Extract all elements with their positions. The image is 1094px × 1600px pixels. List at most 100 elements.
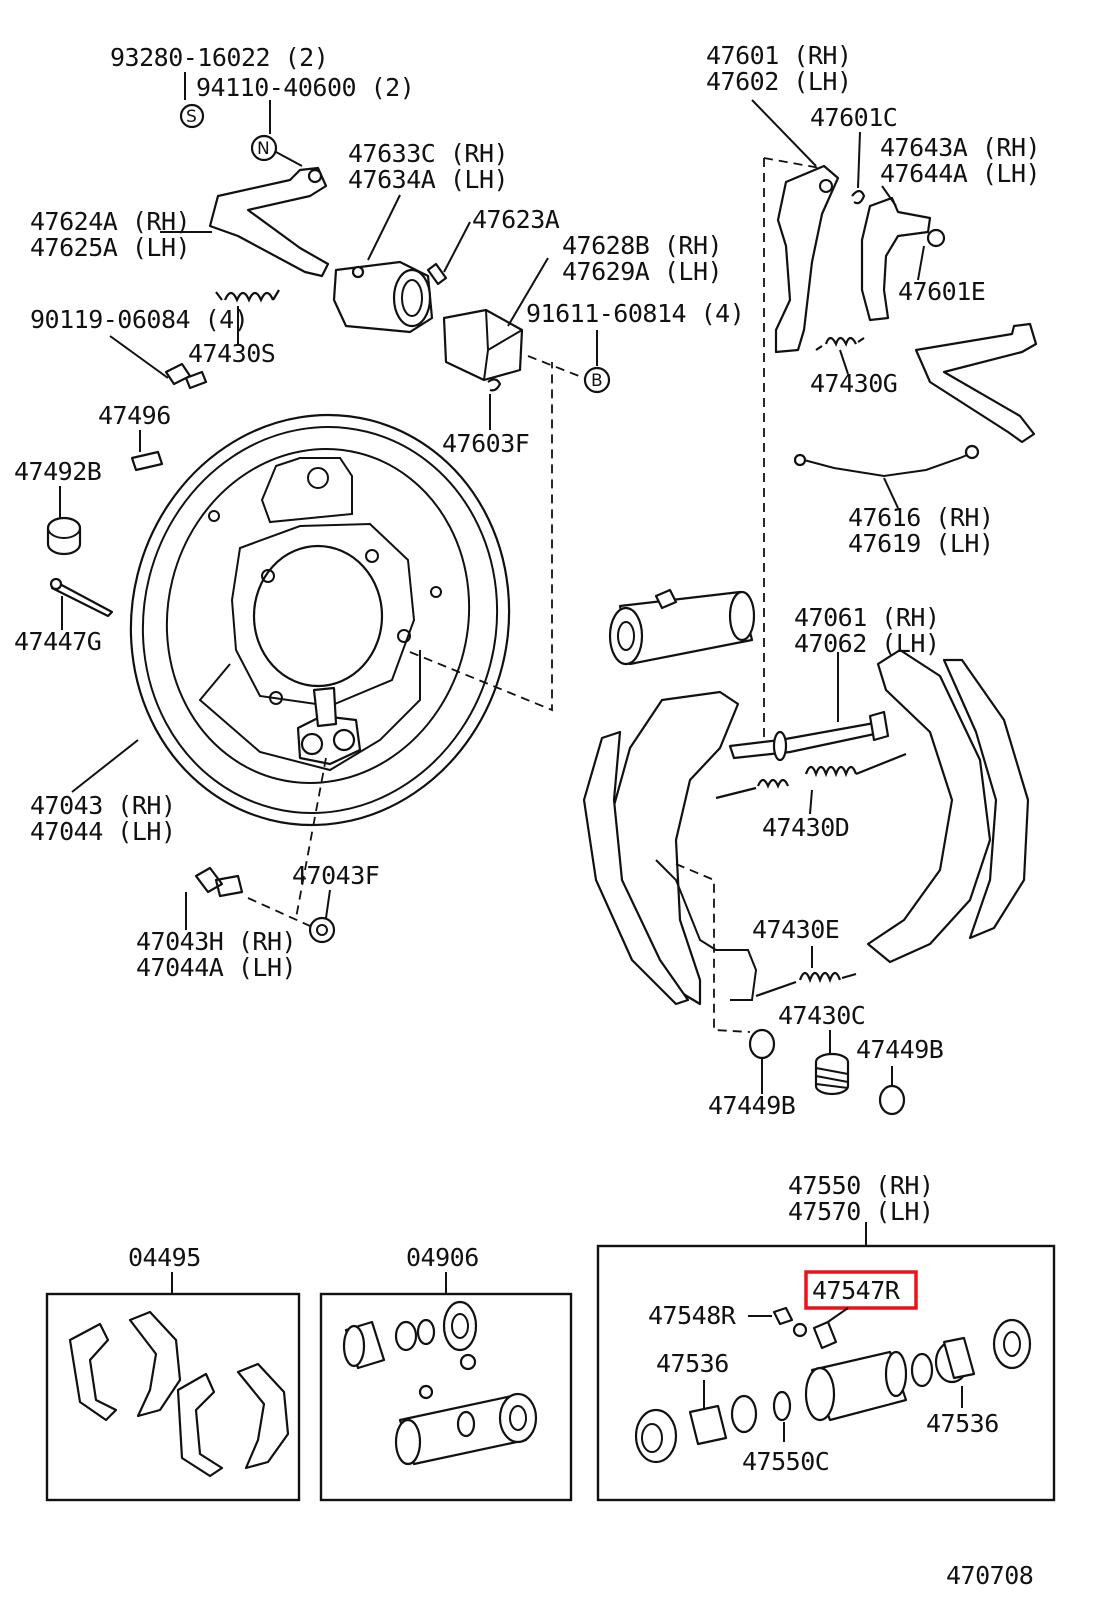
kit-04495-box — [45, 1292, 301, 1502]
diagram-id: 470708 — [946, 1561, 1033, 1590]
label-kit-04906: 04906 — [406, 1243, 479, 1272]
spring-47430d-b[interactable] — [804, 752, 907, 778]
bolt-90119[interactable] — [164, 362, 208, 390]
brake-shoes-right — [582, 648, 1030, 1116]
labels: 93280-16022 (2) 94110-40600 (2) 47633C (… — [14, 41, 1041, 1590]
label-47634a: 47634A (LH) — [348, 165, 508, 194]
leader-47430g — [839, 349, 849, 375]
kit-04906 — [319, 1272, 573, 1502]
leader-47430d — [809, 789, 813, 815]
wheel-cylinder-top[interactable] — [608, 588, 756, 666]
label-47061: 47061 (RH) — [794, 603, 940, 632]
kit-shoe-1[interactable] — [68, 1322, 118, 1422]
label-47430e: 47430E — [752, 915, 839, 944]
label-47550: 47550 (RH) — [788, 1171, 934, 1200]
kit-shoe-3[interactable] — [176, 1372, 224, 1478]
label-47536-left: 47536 — [656, 1349, 729, 1378]
spring-47430d-a[interactable] — [715, 778, 790, 800]
leader-90119 — [109, 335, 169, 379]
adjuster-body-group: B — [332, 194, 611, 430]
leader-n — [275, 151, 303, 167]
brake-shoe-right[interactable] — [866, 648, 992, 964]
cup-47449b-left[interactable] — [748, 1028, 776, 1060]
kit-04495 — [45, 1272, 301, 1502]
label-47547r: 47547R — [812, 1276, 901, 1305]
strut-lever-right[interactable] — [914, 322, 1038, 444]
label-47430d: 47430D — [762, 813, 849, 842]
adjuster-47061[interactable] — [728, 720, 886, 760]
label-47570: 47570 (LH) — [788, 1197, 934, 1226]
leader-47643a — [881, 185, 897, 207]
spring-47430s[interactable] — [215, 289, 280, 303]
label-47624a: 47624A (RH) — [30, 207, 190, 236]
label-47629a: 47629A (LH) — [562, 257, 722, 286]
clip-47601e[interactable] — [926, 228, 946, 248]
brake-lining-right[interactable] — [942, 658, 1030, 940]
wheel-cylinder-kit — [596, 1222, 1056, 1502]
label-91611: 91611-60814 (4) — [526, 299, 744, 328]
leader-47633c — [367, 194, 401, 261]
spring-47430g[interactable] — [815, 336, 865, 351]
label-47644a: 47644A (LH) — [880, 159, 1040, 188]
bleeder-47547r[interactable] — [812, 1320, 838, 1350]
cup-47449b-right[interactable] — [878, 1084, 906, 1116]
highlight-47547r[interactable] — [804, 1270, 918, 1310]
kit-shoe-4[interactable] — [236, 1362, 290, 1470]
symbol-b: B — [591, 371, 603, 391]
lever-47601[interactable] — [774, 164, 840, 354]
label-47643a: 47643A (RH) — [880, 133, 1040, 162]
label-47619: 47619 (LH) — [848, 529, 994, 558]
leader-47043f — [325, 889, 331, 919]
leader-47616 — [883, 477, 899, 509]
label-47616: 47616 (RH) — [848, 503, 994, 532]
symbol-s-circle — [179, 103, 205, 129]
bellcrank-pivot — [307, 168, 323, 184]
label-47449b-right: 47449B — [856, 1035, 943, 1064]
label-47550c: 47550C — [742, 1447, 829, 1476]
symbol-b-circle — [583, 366, 611, 394]
label-47447g: 47447G — [14, 627, 101, 656]
spring-47430e[interactable] — [755, 971, 857, 998]
label-47044a: 47044A (LH) — [136, 953, 296, 982]
label-47601c: 47601C — [810, 103, 897, 132]
label-47044: 47044 (LH) — [30, 817, 176, 846]
cable-47616[interactable] — [803, 451, 975, 478]
bolt-47043h[interactable] — [194, 866, 244, 898]
label-47536-right: 47536 — [926, 1409, 999, 1438]
lever-47643a[interactable] — [860, 196, 932, 322]
label-47601e: 47601E — [898, 277, 985, 306]
label-47548r: 47548R — [648, 1301, 737, 1330]
bellcrank-lever[interactable] — [208, 166, 330, 278]
nut-47043f[interactable] — [308, 916, 336, 944]
label-47062: 47062 (LH) — [794, 629, 940, 658]
kit-shoe-2[interactable] — [128, 1310, 182, 1418]
backing-plate-47043[interactable] — [71, 362, 553, 865]
small-parts-left — [46, 335, 208, 630]
label-47043h: 47043H (RH) — [136, 927, 296, 956]
symbol-n: N — [257, 139, 270, 159]
adjuster-opening — [392, 268, 432, 328]
label-47430c: 47430C — [778, 1001, 865, 1030]
label-47492b: 47492B — [14, 457, 101, 486]
leader-47628b — [507, 257, 549, 327]
brake-shoe-left[interactable] — [608, 690, 740, 1006]
brake-lining-left[interactable] — [582, 730, 690, 1006]
label-47625a: 47625A (LH) — [30, 233, 190, 262]
label-kit-04495: 04495 — [128, 1243, 201, 1272]
parking-lever-group — [751, 99, 1038, 740]
symbol-s: S — [186, 107, 197, 127]
bolt-47623a[interactable] — [426, 262, 448, 286]
bellcrank-group: S N — [160, 72, 330, 344]
clip-47603f[interactable] — [487, 378, 502, 392]
pin-47496[interactable] — [130, 450, 164, 472]
label-47628b: 47628B (RH) — [562, 231, 722, 260]
label-47496: 47496 — [98, 401, 171, 430]
kit-04906-box — [319, 1292, 573, 1502]
cap-47548r[interactable] — [772, 1306, 794, 1326]
label-47602: 47602 (LH) — [706, 67, 852, 96]
clip-47601c[interactable] — [851, 189, 866, 205]
label-90119: 90119-06084 (4) — [30, 305, 248, 334]
label-47430g: 47430G — [810, 369, 897, 398]
anchor-bolts — [185, 757, 336, 944]
